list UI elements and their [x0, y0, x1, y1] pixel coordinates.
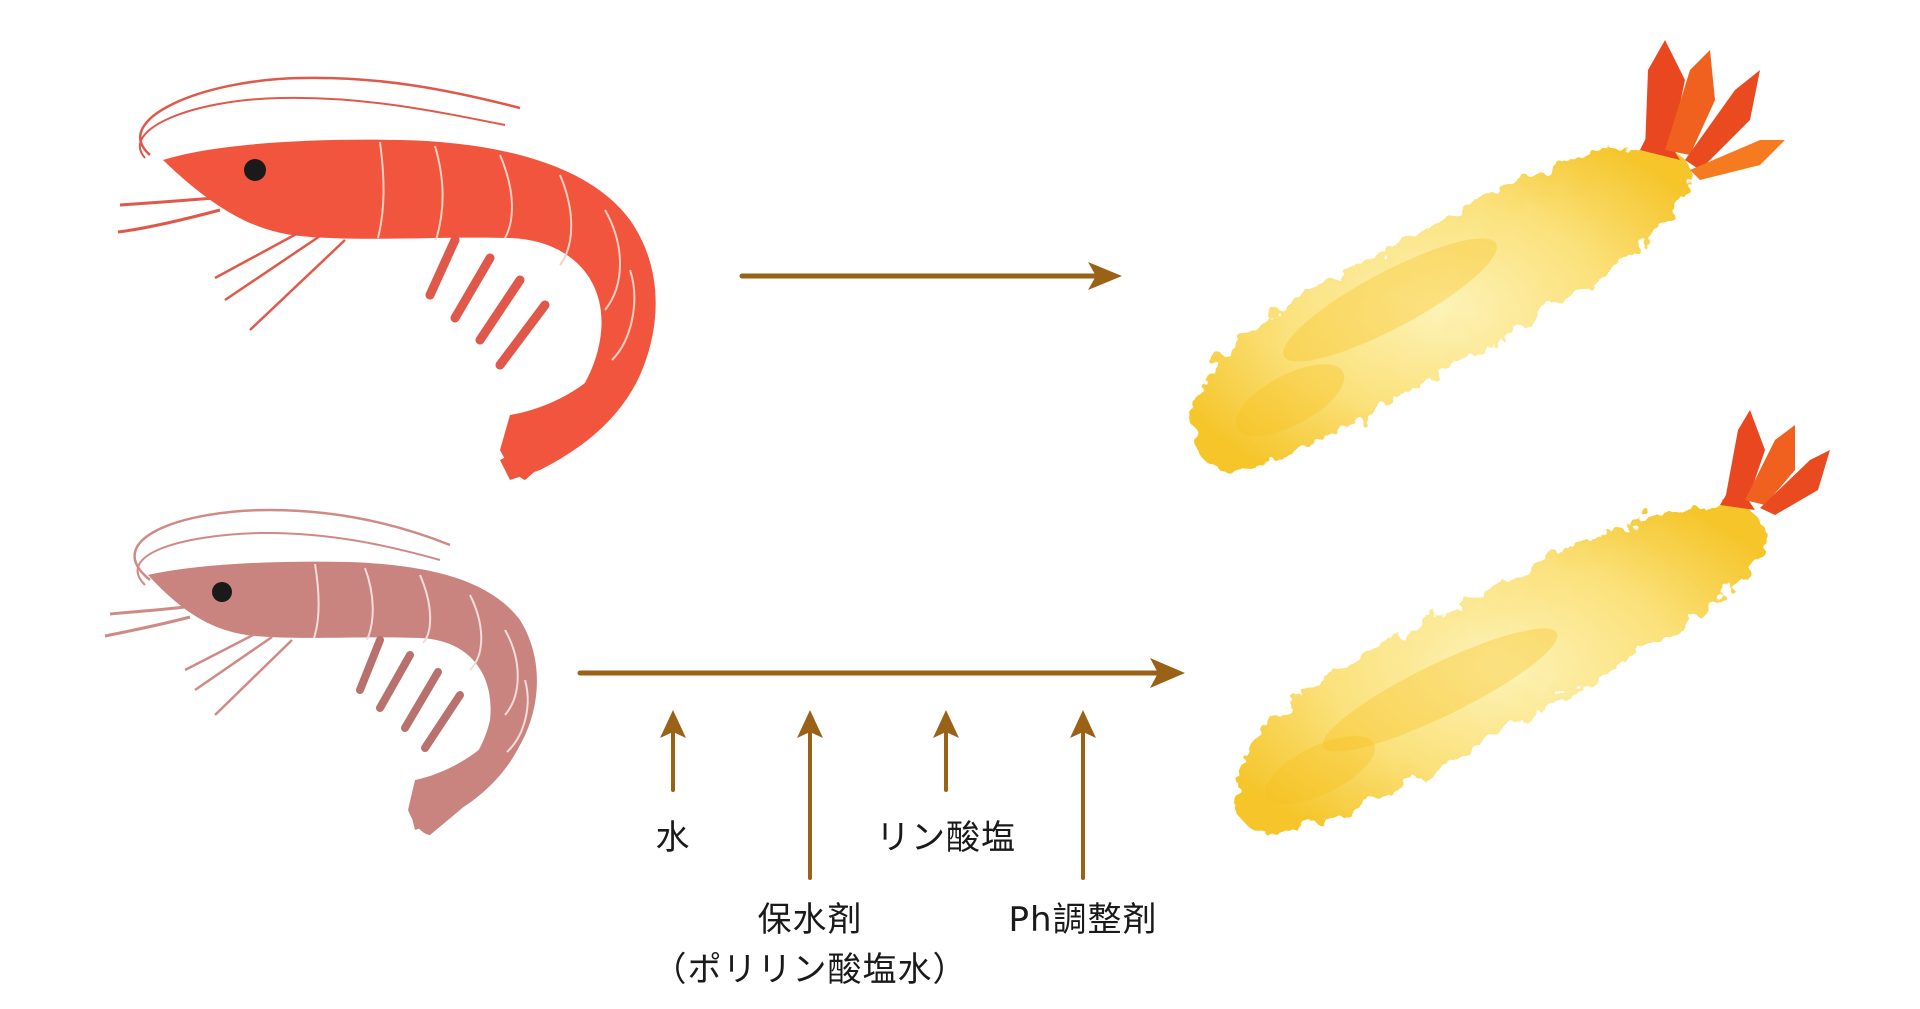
- label-phosphate: リン酸塩: [876, 818, 1016, 858]
- label-polyphosphate-water: （ポリリン酸塩水）: [652, 950, 968, 990]
- process-arrow-top: [739, 262, 1122, 290]
- label-water-retaining-agent: 保水剤: [757, 900, 863, 940]
- shrimp-tempura-icon: [1193, 40, 1785, 471]
- additive-arrow-water: [660, 710, 686, 792]
- additive-arrow-ph-adjuster: [1070, 710, 1096, 880]
- shrimp-tempura-icon: [1234, 410, 1830, 832]
- pink-shrimp-icon: [104, 508, 537, 835]
- additive-arrow-phosphate: [933, 710, 959, 792]
- label-water: 水: [655, 818, 691, 858]
- red-shrimp-icon: [117, 76, 656, 480]
- label-ph-adjuster: Ph調整剤: [1008, 900, 1158, 940]
- additive-arrow-water-retaining-agent: [797, 710, 823, 880]
- process-arrow-bottom: [577, 658, 1185, 688]
